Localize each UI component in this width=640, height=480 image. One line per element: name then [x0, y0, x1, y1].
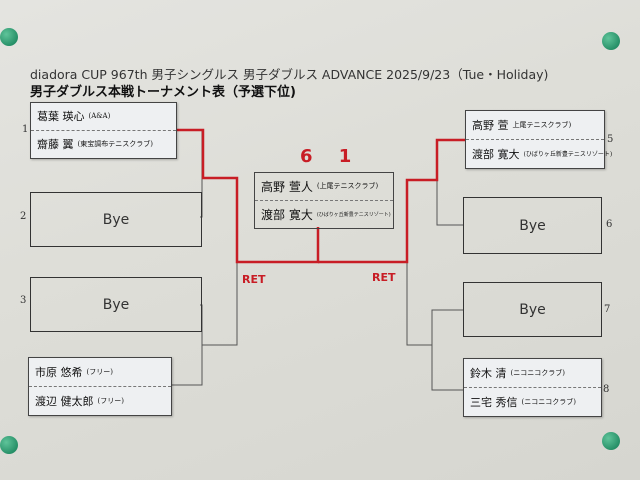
bye-entry: Bye — [463, 282, 602, 337]
bracket-line — [436, 139, 465, 226]
retired-note: RET — [242, 273, 266, 286]
seed-number: 3 — [20, 295, 27, 306]
bye-entry: Bye — [30, 192, 202, 247]
bracket-line — [406, 180, 432, 346]
pushpin-icon — [0, 436, 18, 454]
player-club: (上尾テニスクラブ) — [316, 182, 379, 191]
seed-number: 7 — [604, 304, 611, 315]
player-club: 上尾テニスクラブ) — [512, 120, 572, 129]
player-club: (ひばりヶ丘新豊テニスリゾート) — [523, 151, 613, 159]
winner-line-right — [318, 138, 465, 264]
player-club: (ニコニコクラブ) — [521, 397, 576, 406]
player-club: (フリー) — [97, 396, 124, 405]
seed-number: 6 — [606, 219, 613, 230]
bracket-line — [202, 178, 238, 346]
player-name: 渡部 寛大 — [472, 147, 520, 161]
player-name: 渡部 寛大 — [261, 207, 313, 222]
seed-number: 1 — [22, 124, 29, 135]
bye-entry: Bye — [30, 277, 202, 332]
player-name: 齋藤 翼 — [37, 138, 74, 152]
bracket-subtitle: 男子ダブルス本戦トーナメント表（予選下位) — [30, 85, 296, 100]
team-entry-5: 高野 萱上尾テニスクラブ) 渡部 寛大(ひばりヶ丘新豊テニスリゾート) — [465, 110, 612, 169]
player-club: (ニコニコクラブ) — [510, 368, 565, 377]
player-name: 高野 萱人 — [261, 179, 313, 194]
team-entry-4: 市原 悠希(フリー) 渡辺 健太郎(フリー) — [28, 357, 172, 416]
player-club: (東宝調布テニスクラブ) — [77, 140, 153, 149]
seed-number: 5 — [607, 134, 614, 145]
bracket-line — [431, 309, 463, 391]
winner-entry: 高野 萱人(上尾テニスクラブ) 渡部 寛大(ひばりヶ丘新豊テニスリゾート) — [254, 172, 394, 229]
pushpin-icon — [602, 432, 620, 450]
player-name: 葛葉 瑛心 — [37, 110, 85, 124]
team-entry-1: 葛葉 瑛心(A&A) 齋藤 翼(東宝調布テニスクラブ) — [30, 102, 177, 159]
seed-number: 8 — [603, 384, 610, 395]
bye-entry: Bye — [463, 197, 602, 254]
final-score: 6 1 — [300, 146, 362, 167]
seed-number: 2 — [20, 211, 27, 222]
retired-note: RET — [372, 271, 396, 284]
player-name: 高野 萱 — [472, 118, 509, 132]
pushpin-icon — [0, 28, 18, 46]
player-club: (フリー) — [86, 367, 113, 376]
pushpin-icon — [602, 32, 620, 50]
player-club: (A&A) — [88, 112, 111, 121]
player-name: 渡辺 健太郎 — [35, 394, 94, 408]
player-name: 三宅 秀信 — [470, 395, 518, 409]
page-title: diadora CUP 967th 男子シングルス 男子ダブルス ADVANCE… — [30, 67, 549, 82]
player-name: 市原 悠希 — [35, 365, 83, 379]
team-entry-8: 鈴木 清(ニコニコクラブ) 三宅 秀信(ニコニコクラブ) — [463, 358, 602, 417]
player-club: (ひばりヶ丘新豊テニスリゾート) — [316, 211, 391, 218]
player-name: 鈴木 清 — [470, 366, 507, 380]
